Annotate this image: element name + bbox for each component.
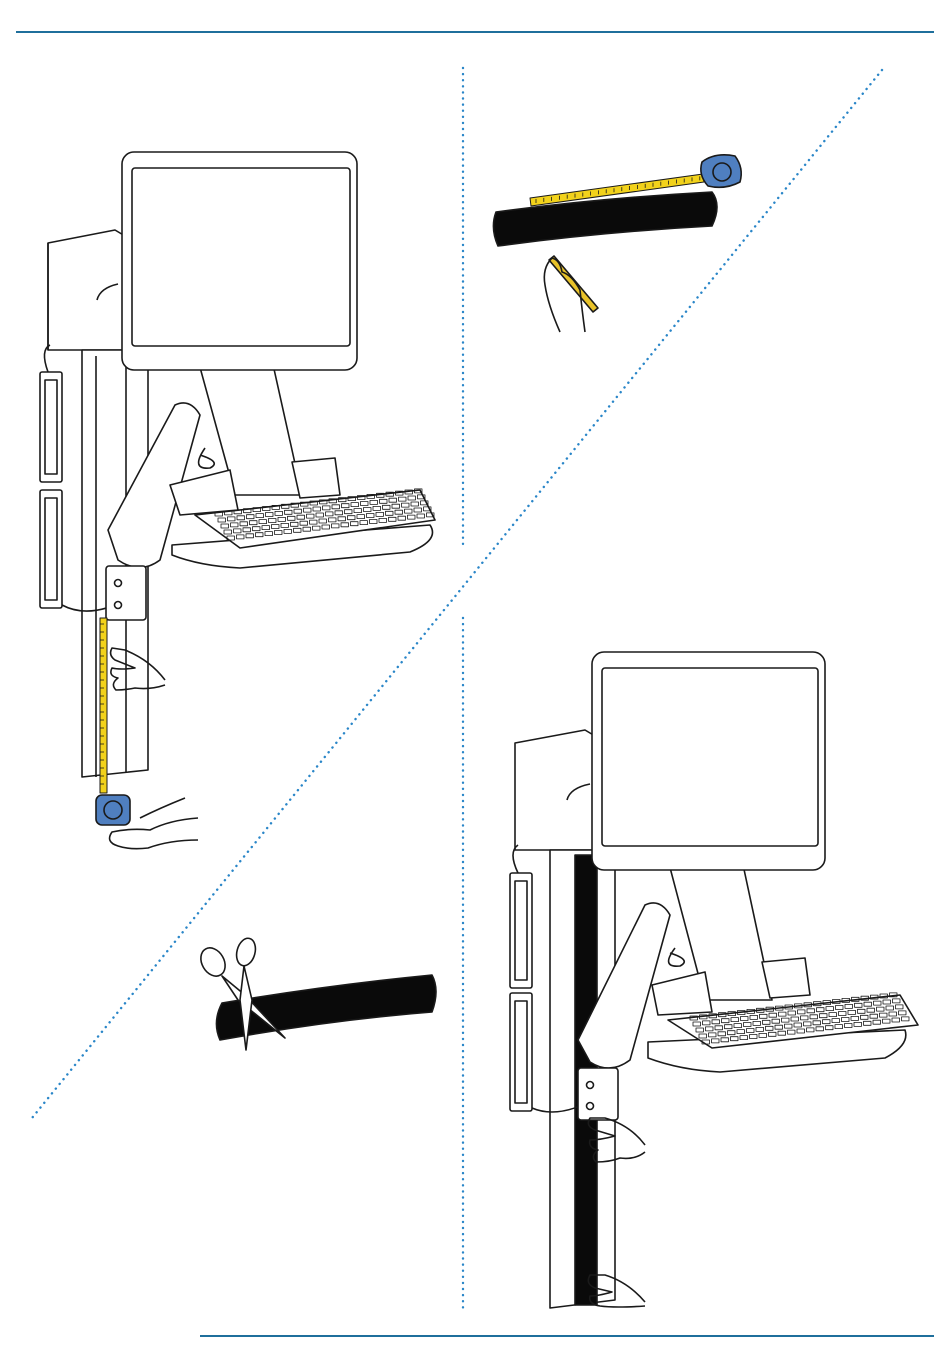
cover-strip-measured [493, 192, 717, 246]
rail-clamp [106, 566, 146, 620]
monitor-screen [602, 668, 818, 846]
wall-box [48, 230, 125, 350]
rail-clamp [578, 1068, 618, 1120]
tape-measure-icon [701, 155, 741, 187]
monitor-screen [132, 168, 350, 346]
measure-cable-channel [40, 152, 435, 849]
pencil-icon [549, 256, 598, 312]
cut-cover-strip [196, 936, 436, 1050]
measuring-tape-blade [100, 618, 107, 793]
wall-box [515, 730, 595, 850]
mark-cover-strip [493, 155, 741, 332]
tape-ticks [100, 624, 104, 784]
tape-measure-icon [96, 795, 130, 825]
install-cover-strip [510, 652, 918, 1308]
